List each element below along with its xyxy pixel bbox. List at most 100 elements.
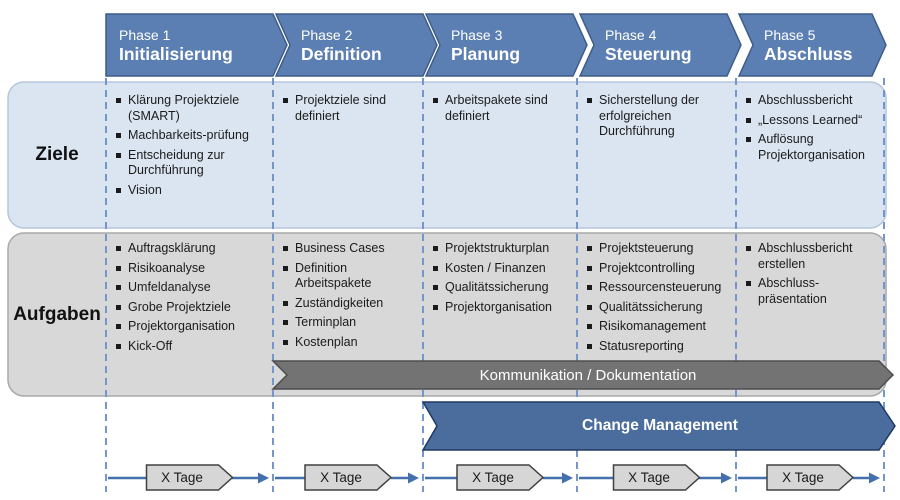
ziele-list-phase-3: Arbeitspakete sind definiert (433, 93, 567, 128)
xtage-label-1: X Tage (161, 469, 203, 485)
list-item: Projektorganisation (433, 300, 567, 316)
xtage-shape-5 (766, 464, 855, 491)
change-management-bar (421, 401, 896, 451)
kommunikation-bar (271, 360, 895, 390)
phase-5-chevron (737, 13, 887, 77)
bullet-icon (587, 265, 592, 271)
bullet-icon (746, 117, 751, 123)
xtage-label-5: X Tage (782, 469, 824, 485)
aufgaben-list-phase-3: Projektstrukturplan Kosten / Finanzen Qu… (433, 241, 567, 319)
kommunikation-bar-label: Kommunikation / Dokumentation (479, 366, 697, 384)
bullet-icon (283, 98, 288, 103)
list-item-text: Projektsteuerung (599, 241, 694, 255)
list-item-text: „Lessons Learned“ (758, 112, 863, 127)
phase-name: Steuerung (605, 44, 692, 64)
phase-number: Phase 4 (605, 27, 657, 43)
list-item: Ressourcensteuerung (587, 280, 726, 296)
list-item: Entscheidung zur Durchführung (116, 148, 263, 179)
xtage-shape-3 (456, 464, 545, 491)
phase-name: Initialisierung (119, 44, 233, 64)
list-item: Kosten / Finanzen (433, 261, 567, 277)
list-item: Statusreporting (587, 339, 726, 355)
aufgaben-band (7, 232, 887, 397)
list-item: Abschlussbericht erstellen (746, 241, 878, 272)
list-item-text: Vision (128, 182, 162, 197)
list-item-text: Klärung Projektziele (SMART) (128, 93, 240, 123)
list-item: Projektziele sind definiert (283, 93, 413, 124)
list-item: Auflösung Projektorganisation (746, 132, 878, 163)
bullet-icon (433, 265, 438, 271)
list-item-text: Terminplan (295, 315, 357, 329)
list-item-text: Business Cases (295, 241, 385, 255)
phase-header-4: Phase 4 Steuerung (580, 14, 727, 76)
bullet-icon (587, 98, 592, 103)
phase-number: Phase 5 (764, 27, 816, 43)
aufgaben-list-phase-2: Business Cases Definition Arbeitspakete … (283, 241, 413, 354)
phase-header-3: Phase 3 Planung (426, 14, 573, 76)
xtage-shape-1 (145, 464, 234, 491)
ziele-list-phase-4: Sicherstellung der erfolgreichen Durchfü… (587, 93, 726, 144)
aufgaben-list-phase-5: Abschlussbericht erstellen Abschluss-prä… (746, 241, 878, 311)
phase-number: Phase 2 (301, 27, 353, 43)
list-item-text: Machbarkeits-prüfung (128, 128, 249, 142)
list-item: Terminplan (283, 315, 413, 331)
list-item: Zuständigkeiten (283, 296, 413, 312)
list-item: Kick-Off (116, 339, 263, 355)
bullet-icon (283, 265, 288, 271)
phase-4-chevron (578, 13, 742, 77)
bullet-icon (116, 265, 121, 271)
list-item: Risikoanalyse (116, 261, 263, 277)
bullet-icon (746, 246, 751, 251)
list-item-text: Risikomanagement (599, 319, 706, 333)
list-item: Kostenplan (283, 335, 413, 351)
bullet-icon (116, 133, 121, 138)
list-item: Klärung Projektziele (SMART) (116, 93, 263, 124)
list-item: Definition Arbeitspakete (283, 261, 413, 292)
bullet-icon (116, 152, 121, 158)
list-item-text: Zuständigkeiten (295, 295, 384, 310)
list-item-text: Kick-Off (128, 338, 173, 353)
aufgaben-list-phase-4: Projektsteuerung Projektcontrolling Ress… (587, 241, 726, 358)
bullet-icon (587, 246, 592, 251)
list-item-text: Umfeldanalyse (128, 280, 211, 294)
list-item: Auftragsklärung (116, 241, 263, 257)
list-item: Qualitätssicherung (433, 280, 567, 296)
list-item-text: Projektcontrolling (599, 260, 695, 275)
bullet-icon (433, 98, 438, 103)
bullet-icon (116, 285, 121, 290)
bullet-icon (587, 304, 592, 310)
list-item: Business Cases (283, 241, 413, 257)
list-item-text: Definition Arbeitspakete (295, 260, 372, 291)
bullet-icon (116, 343, 121, 349)
list-item-text: Auflösung Projektorganisation (758, 132, 866, 162)
xtage-label-2: X Tage (320, 469, 362, 485)
xtage-shape-4 (612, 464, 701, 491)
phase-1-chevron (105, 13, 288, 77)
phase-number: Phase 3 (451, 27, 503, 43)
bullet-icon (283, 320, 288, 325)
phase-header-2: Phase 2 Definition (276, 14, 423, 76)
list-item-text: Statusreporting (599, 338, 684, 353)
aufgaben-list-phase-1: Auftragsklärung Risikoanalyse Umfeldanal… (116, 241, 263, 358)
bullet-icon (116, 304, 121, 310)
list-item-text: Abschluss-präsentation (758, 276, 827, 306)
list-item-text: Qualitätssicherung (599, 299, 703, 314)
phase-name: Abschluss (764, 44, 853, 64)
list-item: Abschlussbericht (746, 93, 878, 109)
list-item-text: Projektorganisation (128, 319, 236, 333)
list-item: Sicherstellung der erfolgreichen Durchfü… (587, 93, 726, 140)
phase-2-chevron (274, 13, 438, 77)
list-item-text: Kosten / Finanzen (445, 260, 546, 275)
bullet-icon (587, 324, 592, 329)
bullet-icon (283, 300, 288, 306)
bullet-icon (433, 285, 438, 290)
list-item: Machbarkeits-prüfung (116, 128, 263, 144)
phase-3-chevron (424, 13, 588, 77)
list-item-text: Arbeitspakete sind definiert (445, 93, 548, 123)
list-item: Grobe Projektziele (116, 300, 263, 316)
list-item: Qualitätssicherung (587, 300, 726, 316)
row-label-ziele: Ziele (35, 144, 79, 165)
bullet-icon (746, 281, 751, 286)
list-item-text: Qualitätssicherung (445, 280, 549, 294)
